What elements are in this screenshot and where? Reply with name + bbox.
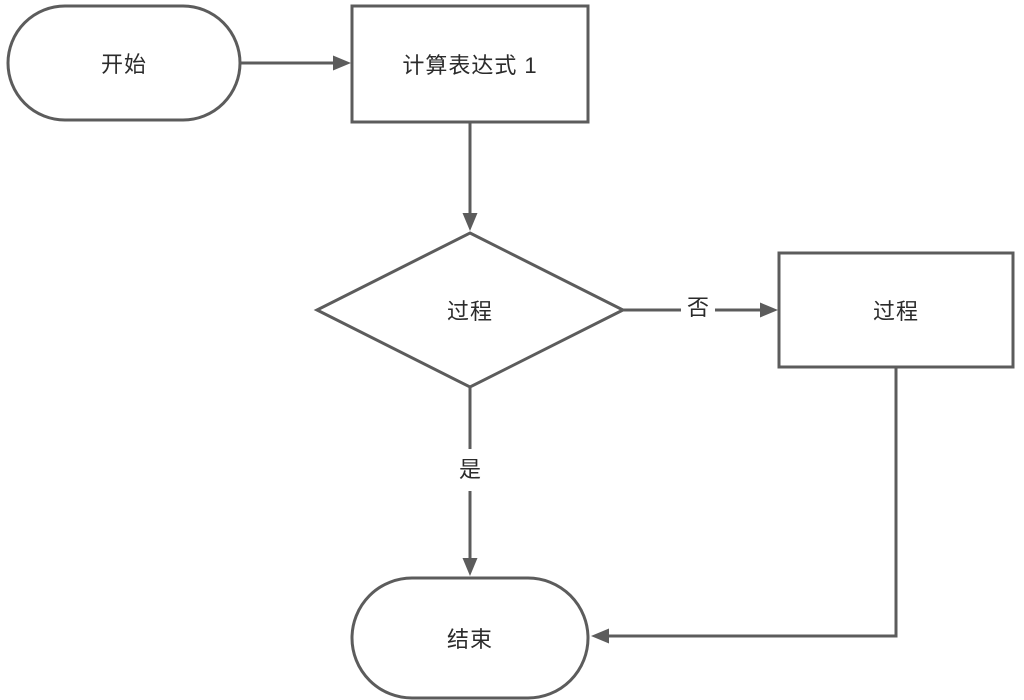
- arrowhead-decision-to-end: [462, 558, 478, 576]
- process2-node-shape[interactable]: [777, 251, 1015, 369]
- start-node-shape[interactable]: [6, 4, 242, 122]
- arrowhead-decision-to-process2: [760, 302, 778, 318]
- arrowhead-process2-to-end: [591, 628, 609, 644]
- calc-node-shape[interactable]: [350, 4, 590, 124]
- connector-process2-to-end[interactable]: [606, 367, 898, 638]
- end-node-shape[interactable]: [350, 576, 590, 700]
- decision-node-shape[interactable]: [313, 231, 627, 389]
- arrowhead-calc-to-decision: [462, 213, 478, 231]
- arrowhead-start-to-calc: [333, 55, 351, 71]
